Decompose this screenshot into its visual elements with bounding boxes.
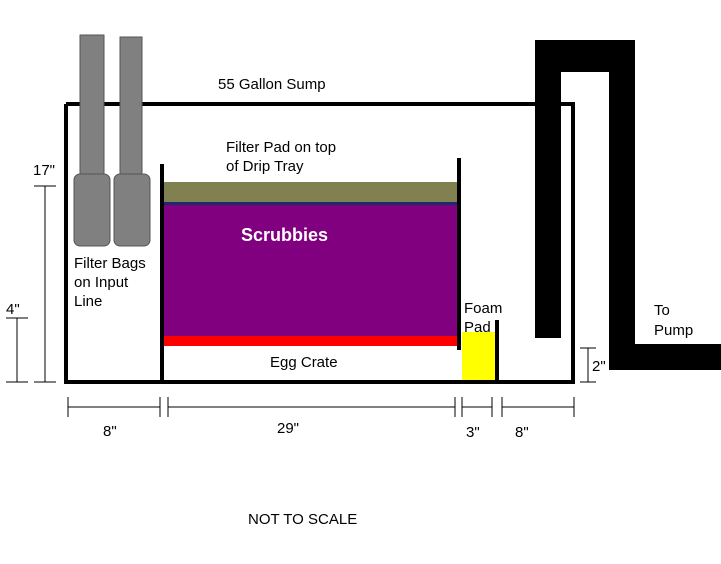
foam-pad-block (462, 332, 496, 380)
filter-pad-layer (164, 182, 457, 202)
dim-8-right-marker (501, 397, 575, 417)
filter-bag-1 (73, 34, 111, 247)
sump-outline (64, 102, 575, 384)
diagram-title: 55 Gallon Sump (218, 76, 326, 93)
filter-bags-label-line1: Filter Bags (74, 255, 146, 272)
return-pipe (535, 40, 721, 370)
dim-3-label: 3" (466, 424, 480, 441)
dim-8-left-marker (67, 397, 161, 417)
dim-29-label: 29" (277, 420, 299, 437)
filter-pad-label-line2: of Drip Tray (226, 158, 304, 175)
egg-crate-layer (164, 336, 457, 346)
dim-29-marker (167, 397, 456, 417)
scrubbies-layer (164, 205, 457, 336)
to-pump-label-line1: To (654, 302, 670, 319)
scrubbies-label: Scrubbies (241, 225, 328, 245)
not-to-scale-note: NOT TO SCALE (248, 511, 357, 528)
filter-pad-label-line1: Filter Pad on top (226, 139, 336, 156)
filter-bags-label-line2: on Input (74, 274, 129, 291)
dim-17-marker (34, 185, 56, 383)
dim-2-marker (580, 347, 596, 383)
dim-8-left-label: 8" (103, 423, 117, 440)
to-pump-label-line2: Pump (654, 322, 693, 339)
dim-4-marker (6, 317, 28, 383)
dim-8-right-label: 8" (515, 424, 529, 441)
dim-3-marker (461, 397, 493, 417)
egg-crate-label: Egg Crate (270, 354, 338, 371)
filter-bag-2 (113, 36, 151, 247)
dim-17-label: 17" (33, 162, 55, 179)
drip-tray-line (164, 202, 457, 205)
foam-pad-label-line2: Pad (464, 319, 491, 336)
filter-bags-label-line3: Line (74, 293, 102, 310)
dim-4-label: 4" (6, 301, 20, 318)
dim-2-label: 2" (592, 358, 606, 375)
foam-pad-label-line1: Foam (464, 300, 502, 317)
